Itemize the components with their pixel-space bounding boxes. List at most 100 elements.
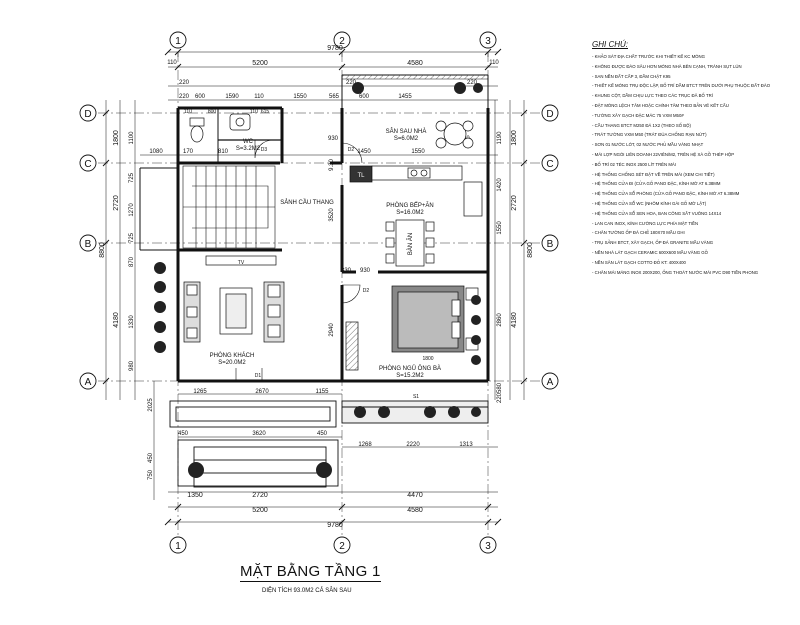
axis-a-left (79, 372, 97, 390)
axis-c-right (541, 154, 559, 172)
dim-text: 1080 (149, 149, 163, 155)
notes-panel: GHI CHÚ: - KHẢO SÁT ĐỊA CHẤT TRƯỚC KHI T… (592, 40, 797, 277)
door-d3-label: D3 (261, 147, 268, 153)
toilet-icon (189, 117, 205, 127)
note-item: - LAN CAN INOX, KÍNH CƯỜNG LỰC PHÍA MẶT … (592, 220, 699, 226)
dim-text: 110 (254, 94, 264, 100)
axis-1-bottom (169, 536, 187, 554)
chair-icon (462, 120, 474, 132)
plant-icon (354, 406, 366, 418)
note-item: - HỆ THỐNG CỬA SỔ WC (NHÔM KÍNH GÀI GỖ M… (592, 200, 707, 206)
room-living-area: S=20.0M2 (218, 360, 246, 366)
plant-icon (316, 462, 332, 478)
notes-list: - KHẢO SÁT ĐỊA CHẤT TRƯỚC KHI THIẾT KẾ K… (592, 52, 797, 277)
living-room-furniture (183, 255, 285, 343)
stairs (182, 165, 276, 249)
room-wc-name: WC (243, 139, 254, 145)
drawing-title: MẶT BẰNG TẦNG 1 (240, 563, 381, 582)
dim-left-inner: 1100 (129, 131, 135, 145)
dim-right-seg: 2720 (511, 195, 518, 211)
dim-left-total: 8800 (99, 242, 106, 258)
door-d1-main (235, 368, 263, 381)
dim-text: 1350 (187, 492, 203, 499)
dim-text: 3620 (252, 431, 266, 437)
dim-text: 2670 (255, 389, 269, 395)
axis-label: A (547, 377, 554, 388)
dim-text: 110 (250, 109, 258, 115)
dim-text: 9780 (327, 522, 343, 529)
plant-icon (424, 406, 436, 418)
chair-icon (385, 221, 395, 232)
room-kitchen-area: S=16.0M2 (396, 210, 424, 216)
plant-icon (352, 82, 364, 94)
dim-right-seg: 1800 (511, 130, 518, 146)
dim-bay: 4580 (407, 60, 423, 67)
room-bedroom-name: PHÒNG NGỦ ÔNG BÀ (379, 365, 441, 372)
axis-label: 2 (339, 36, 345, 47)
dim-right-inner: 1190 (497, 131, 503, 145)
dim-total-width: 9780 (327, 45, 343, 52)
dim-right-seg: 4180 (511, 312, 518, 328)
dimension-ticks (102, 48, 528, 526)
room-dining-table: BÀN ĂN (407, 233, 414, 255)
plant-icon (378, 406, 390, 418)
dim-front: 750 (148, 469, 154, 480)
note-item: - NỀN SÂN LÁT GẠCH COTTO ĐỎ KT: 400X400 (592, 259, 686, 265)
dim-interior: 9.30 (329, 159, 335, 171)
axis-a-right (541, 372, 559, 390)
stove-icon (407, 167, 431, 179)
plant-icon (154, 301, 166, 313)
axis-label: 3 (485, 541, 491, 552)
dim-text: 110 (184, 109, 192, 115)
dim-text: 810 (218, 149, 229, 155)
plant-icon (471, 315, 481, 325)
dim-text: 1455 (398, 94, 412, 100)
note-item: - CHÂN TƯỜNG ỐP ĐÁ CHẺ 180X70 MẦU GHI (592, 230, 685, 236)
dim-right-inner: 1550 (497, 221, 503, 235)
plant-icon (448, 406, 460, 418)
axis-label: 2 (339, 541, 345, 552)
axis-3-top (479, 31, 497, 49)
dimension-lines (105, 51, 525, 523)
dim-bay: 110 (167, 60, 177, 66)
room-back-yard-name: SÂN SAU NHÀ (386, 128, 427, 135)
axis-bubbles (79, 31, 559, 554)
note-item: - ĐẶT MÓNG LỆCH TÂM HOẶC CHÍNH TÂM THEO … (592, 102, 729, 108)
dim-right-inner: 580 (497, 382, 503, 393)
door-d1-label: D1 (255, 373, 262, 379)
dim-text: 600 (359, 94, 370, 100)
dim-interior: 2940 (329, 323, 335, 337)
plant-icon (154, 341, 166, 353)
round-table (443, 122, 467, 146)
dim-text: 220 (179, 80, 190, 86)
dim-left-inner: 725 (129, 172, 135, 183)
dim-text: 2720 (252, 492, 268, 499)
chair-icon (385, 253, 395, 264)
dim-text: 220 (346, 80, 357, 86)
axis-d-right (541, 104, 559, 122)
dim-text: 4470 (407, 492, 423, 499)
axis-1-top (169, 31, 187, 49)
dim-text: 1590 (225, 94, 239, 100)
drawing-subtitle: DIỆN TÍCH 93.0M2 CẢ SÂN SAU (262, 588, 352, 594)
notes-title: GHI CHÚ: (592, 40, 628, 49)
plant-icon (471, 355, 481, 365)
dimension-texts: 9780 110 5200 4580 110 220 600 1590 110 … (149, 45, 499, 529)
axis-label: 1 (175, 36, 181, 47)
plant-icon (473, 83, 483, 93)
stair-step (193, 459, 327, 474)
axis-label: D (546, 109, 553, 120)
dim-text: 1268 (358, 442, 372, 448)
axis-label: 3 (485, 36, 491, 47)
room-labels: SÂN SAU NHÀ S=6.0M2 WC S=3.2M2 SẢNH CẦU … (210, 128, 441, 400)
dim-left-inner: 1270 (129, 203, 135, 217)
dim-bay: 110 (489, 60, 499, 66)
note-item: - HỆ THỐNG CỬA ĐI (CỬA GỖ PANO ĐẶC, KÍNH… (592, 181, 721, 187)
dim-text: 565 (329, 94, 340, 100)
axis-label: 1 (175, 541, 181, 552)
room-bedroom-area: S=15.2M2 (396, 373, 424, 379)
note-item: - KHUNG CỘT, DẦM CHỊU LỰC THEO CÁC TRỤC … (592, 93, 713, 99)
dim-text: 220 (467, 80, 478, 86)
chair-icon (462, 137, 474, 149)
bedroom-plants (471, 295, 481, 365)
